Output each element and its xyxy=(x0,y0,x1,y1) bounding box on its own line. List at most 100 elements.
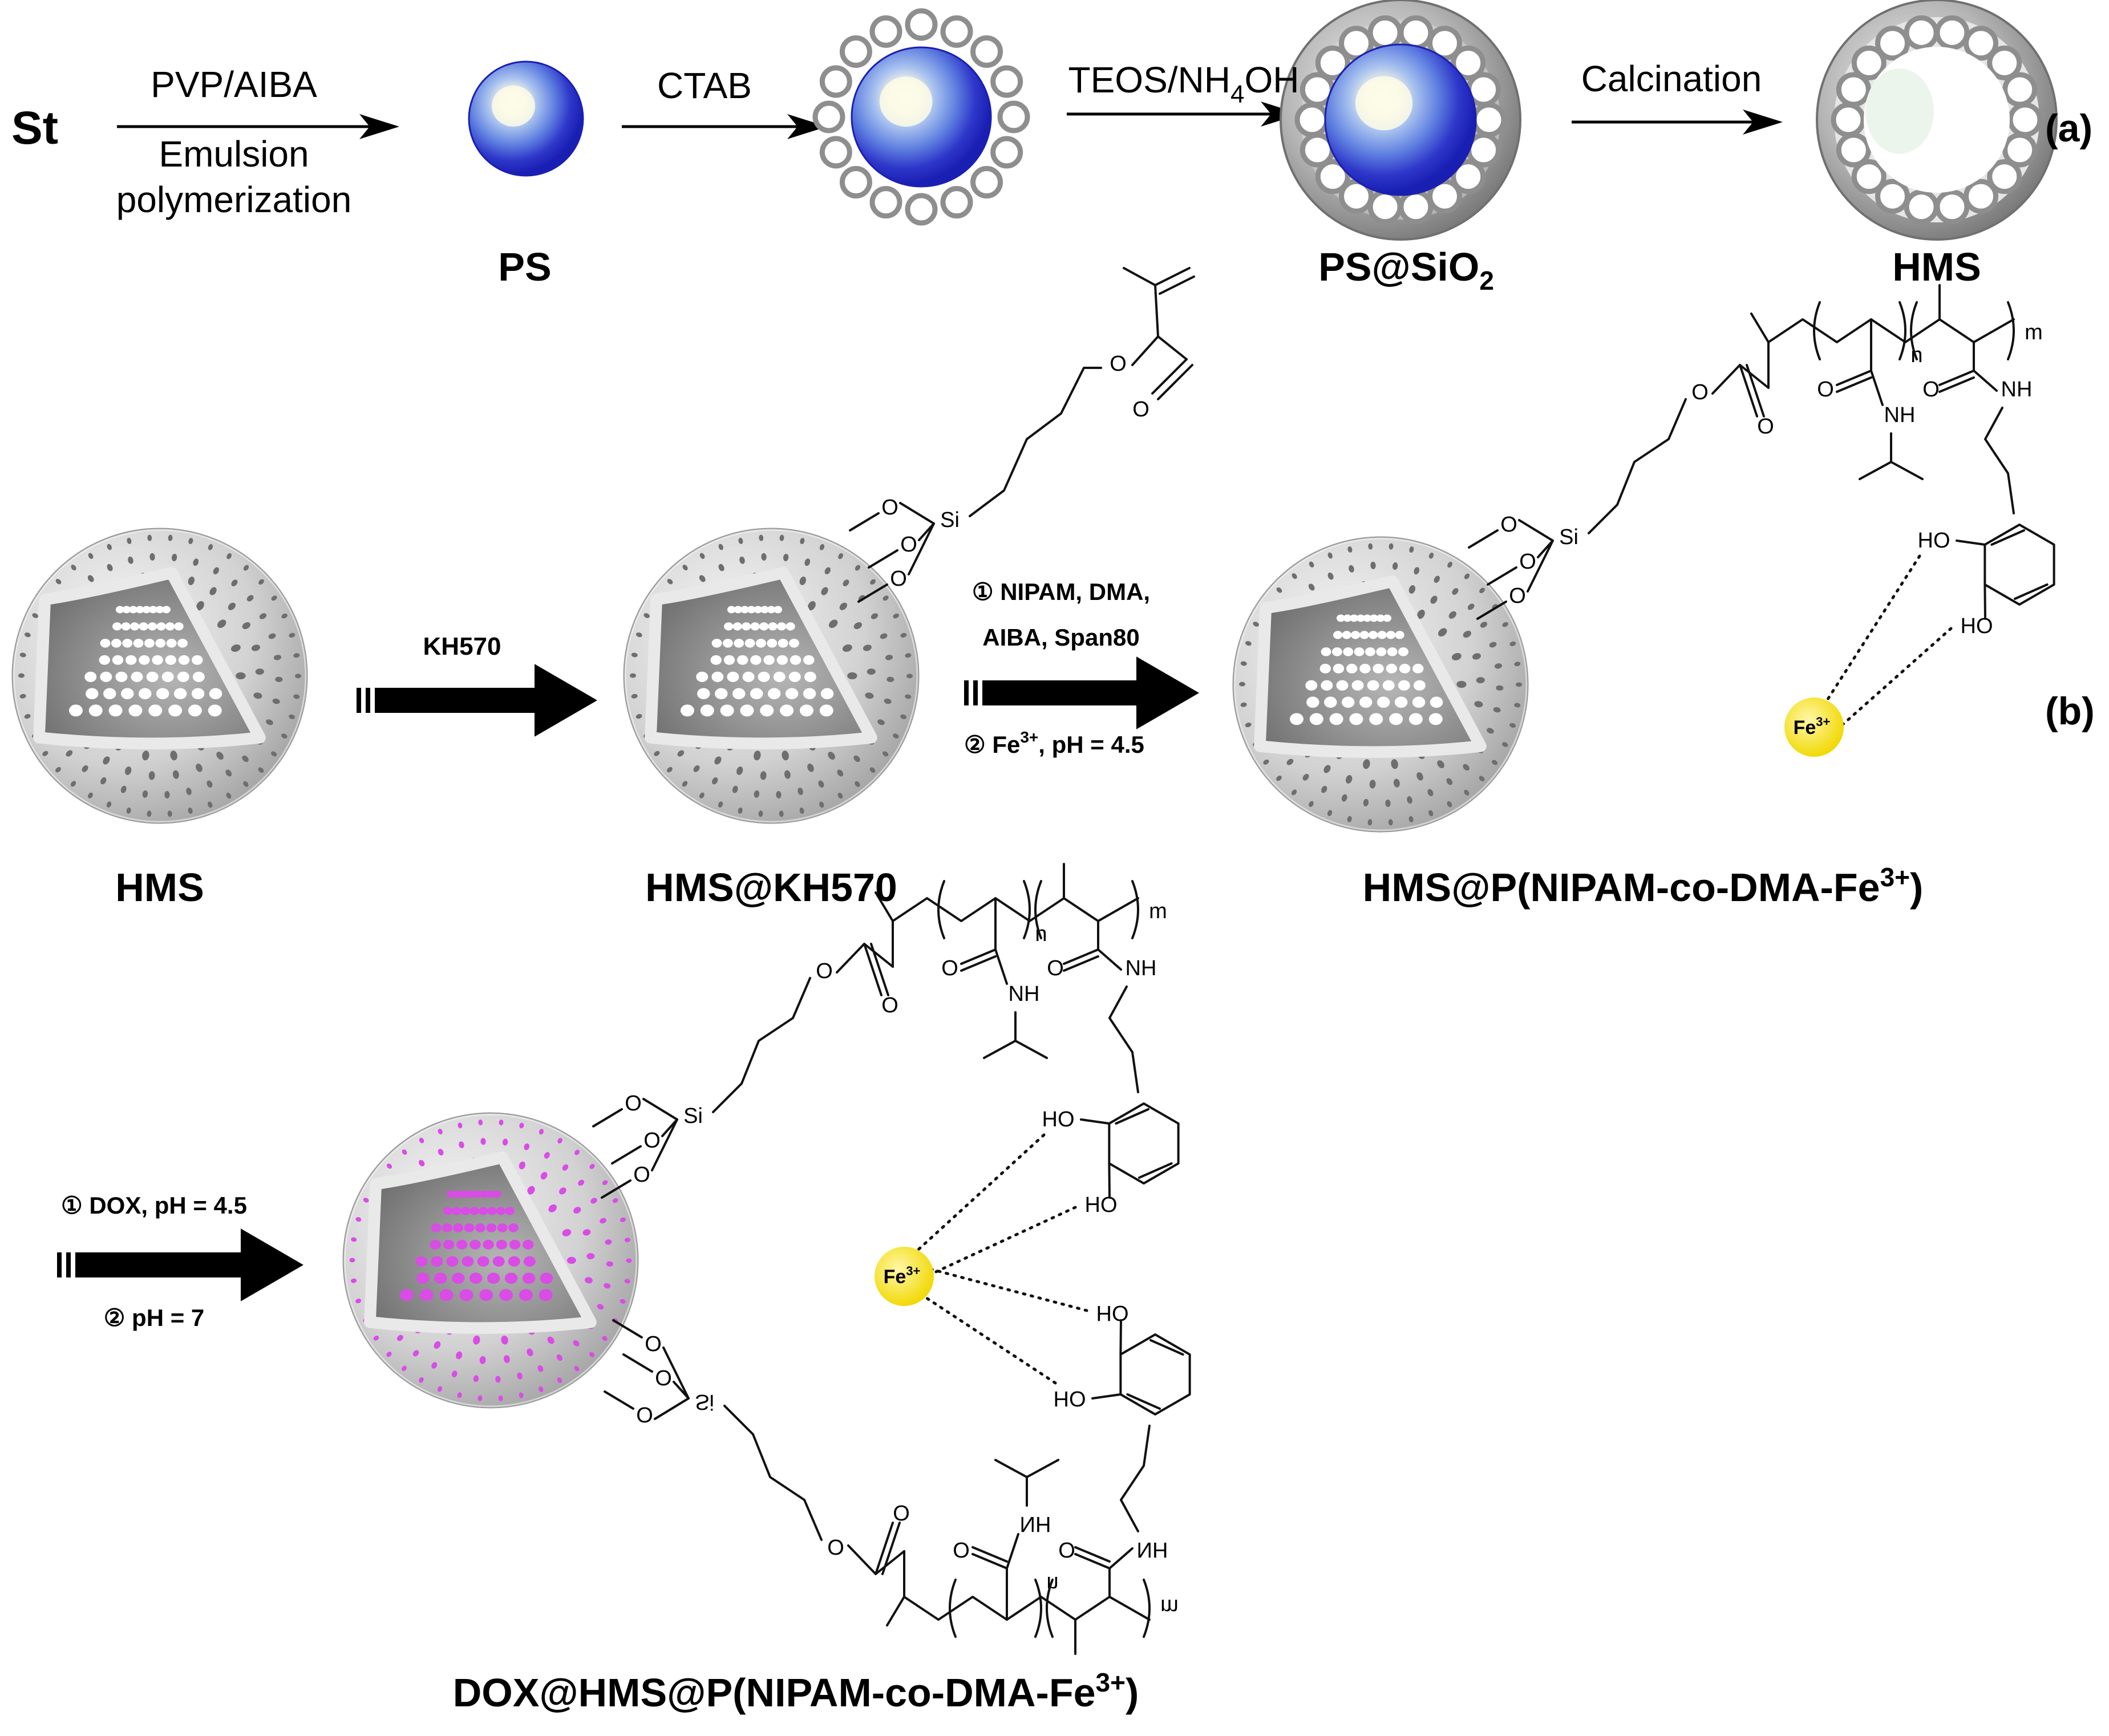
interior-pore xyxy=(479,1289,493,1301)
surface-pore xyxy=(1368,543,1373,550)
oxygen-label: O xyxy=(625,1092,642,1116)
surface-pore xyxy=(71,565,76,571)
interior-pore xyxy=(121,688,134,700)
surface-pore xyxy=(258,579,264,585)
surface-pore xyxy=(271,751,277,757)
surface-pore xyxy=(363,1198,369,1203)
si-o-bond xyxy=(1518,519,1554,542)
fe-ion-b: Fe3+ xyxy=(1784,697,1844,757)
ctab-micelle xyxy=(1315,45,1350,80)
surface-pore xyxy=(479,1356,486,1364)
surface-pore xyxy=(473,1375,479,1382)
catechol-oh2: HO xyxy=(1961,614,1993,638)
surface-pore xyxy=(1417,610,1425,619)
surface-pore xyxy=(843,579,849,587)
nipam-oxygen: O xyxy=(953,1538,970,1561)
sphere-rim xyxy=(13,529,307,823)
interior-pore xyxy=(734,606,743,614)
surface-pore xyxy=(88,553,94,559)
surface-pore xyxy=(148,771,155,780)
surface-pore xyxy=(885,655,893,660)
catechol-ring xyxy=(1119,1333,1191,1415)
surface-pore xyxy=(900,632,907,638)
interior-pore xyxy=(697,688,710,700)
ring-double xyxy=(1990,529,2025,546)
surface-pore xyxy=(1302,773,1309,781)
interior-pore xyxy=(773,671,786,682)
arrow-tail-stripe xyxy=(57,1252,62,1277)
surface-pore xyxy=(355,1217,362,1222)
surface-pore xyxy=(573,1340,580,1346)
surface-pore xyxy=(42,751,48,756)
interior-pore xyxy=(173,688,187,700)
interior-pore xyxy=(1343,614,1352,622)
methyl xyxy=(886,1596,905,1627)
surface-pore xyxy=(1276,775,1282,781)
step4-reagent: Calcination xyxy=(1581,58,1762,99)
surface-pore xyxy=(631,693,638,699)
interior-pore xyxy=(789,639,799,648)
interior-pore xyxy=(747,606,756,614)
panel-label-a: (a) xyxy=(2045,107,2092,150)
surface-pore xyxy=(1308,583,1315,591)
surface-pore xyxy=(883,595,889,601)
surface-pore xyxy=(838,553,843,559)
interior-pore xyxy=(778,639,788,648)
surface-pore xyxy=(1447,561,1452,568)
surface-pore xyxy=(842,644,852,652)
ring-double-2 xyxy=(1138,1162,1173,1179)
nipam-oxygen: O xyxy=(941,956,958,980)
surface-pore xyxy=(1514,662,1521,667)
interior-pore xyxy=(523,1256,536,1267)
surface-pore xyxy=(55,766,61,773)
interior-pore xyxy=(740,704,754,717)
surface-pore xyxy=(808,601,816,611)
interior-pore xyxy=(108,704,123,717)
ctab-micelle xyxy=(1315,159,1350,194)
o-surface-bond xyxy=(857,583,888,603)
ctab-micelle xyxy=(2002,72,2038,107)
surface-pore xyxy=(281,613,288,619)
interior-pore xyxy=(505,1207,515,1215)
surface-pore xyxy=(893,733,899,739)
o-surface-bond xyxy=(592,1108,623,1127)
interior-pore xyxy=(147,622,157,631)
surface-pore xyxy=(186,788,192,796)
nipam-co-2 xyxy=(971,1546,1008,1563)
surface-pore xyxy=(853,622,862,630)
surface-pore xyxy=(804,558,811,566)
surface-pore xyxy=(271,595,277,601)
interior-pore xyxy=(1333,631,1343,639)
surface-pore xyxy=(164,790,170,799)
isopropyl xyxy=(994,1459,1028,1507)
interior-pore xyxy=(508,1256,520,1267)
nipam-co-2 xyxy=(1836,376,1872,393)
propyl-chain xyxy=(712,977,811,1113)
interior-pore xyxy=(103,688,116,700)
interior-pore xyxy=(473,1190,482,1198)
surface-pore xyxy=(437,1386,443,1392)
step1-condition-line2: polymerization xyxy=(116,179,352,220)
ctab-micelle xyxy=(1471,102,1507,137)
ctab-micelle xyxy=(2002,132,2038,168)
surface-pore xyxy=(1430,595,1438,604)
carbonyl-bond-2 xyxy=(1157,364,1193,400)
surface-pore xyxy=(807,763,814,772)
surface-pore xyxy=(498,1395,503,1401)
interior-pore xyxy=(460,1207,471,1215)
interior-pore xyxy=(1349,713,1363,725)
surface-pore xyxy=(55,579,62,585)
surface-pore xyxy=(798,788,803,796)
surface-pore xyxy=(419,1159,425,1167)
dma-nh: NH xyxy=(1137,1538,1168,1561)
interior-pore xyxy=(711,671,724,682)
surface-pore xyxy=(289,714,295,719)
ring-double xyxy=(1126,1393,1161,1410)
interior-pore xyxy=(487,1272,500,1284)
step-c-line1: ① DOX, pH = 4.5 xyxy=(61,1192,247,1219)
interior-pore xyxy=(469,1272,483,1284)
carbonyl xyxy=(1739,364,1758,417)
surface-pore xyxy=(1447,801,1452,808)
surface-pore xyxy=(1451,652,1462,660)
